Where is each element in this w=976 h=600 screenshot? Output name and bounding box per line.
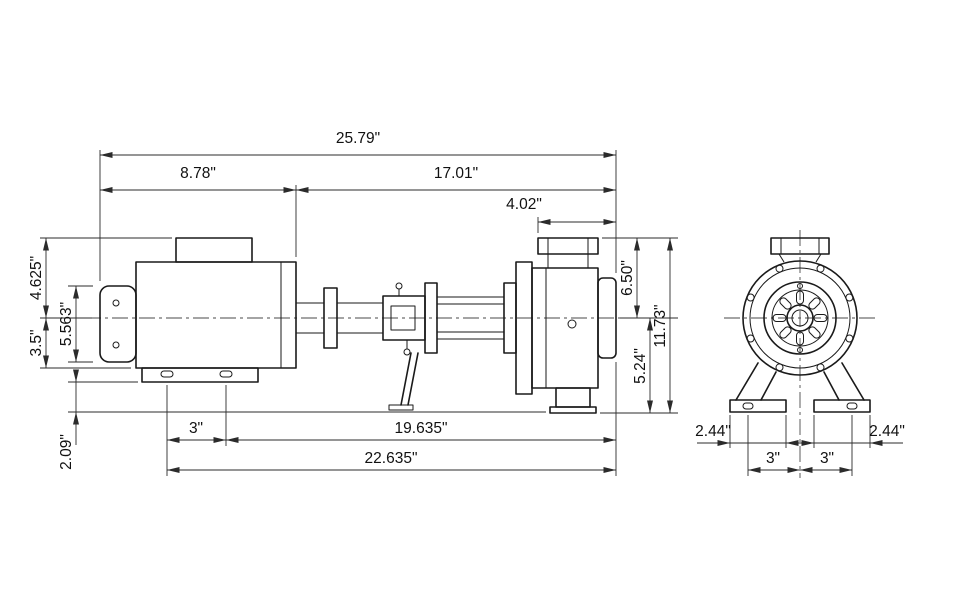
dim-centerline-to-bottom: 5.24"	[632, 348, 649, 384]
suction-neck	[547, 253, 589, 269]
grease-fitting-bottom	[403, 348, 411, 356]
dim-pump-length: 17.01"	[434, 165, 478, 182]
dim-foot-hole-spacing: 3"	[189, 420, 203, 437]
suction-flange	[537, 237, 599, 255]
end-cover	[597, 277, 617, 359]
seal-housing-circle	[763, 281, 837, 355]
motor-base-plate	[141, 367, 259, 383]
end-view	[724, 230, 876, 478]
side-view	[85, 237, 642, 414]
end-view-dimensions: 2.44" 2.44" 3" 3"	[695, 415, 905, 476]
dim-left-bolt-to-center: 3"	[766, 450, 780, 467]
dim-motor-length: 8.78"	[180, 165, 216, 182]
drain-plug	[567, 319, 577, 329]
dim-endbell-diameter: 5.563"	[58, 302, 75, 346]
dim-centerline-to-base: 3.5"	[28, 329, 45, 356]
discharge-flange	[549, 406, 597, 414]
dim-centerline-to-top: 6.50"	[619, 260, 636, 296]
side-view-dimensions: 25.79" 8.78" 17.01" 4.02" 4.625" 5.563" …	[28, 130, 678, 476]
support-leg	[400, 352, 412, 406]
dim-hole-to-pump-end: 19.635"	[395, 420, 448, 437]
dim-port-to-end: 4.02"	[506, 196, 542, 213]
shaft-bore	[786, 304, 814, 332]
base-slot-right	[219, 370, 233, 378]
discharge-pipe	[555, 387, 591, 408]
dim-right-bolt-to-center: 3"	[820, 450, 834, 467]
dim-overall-length: 25.79"	[336, 130, 380, 147]
dim-right-foot: 2.44"	[869, 423, 905, 440]
right-foot-slot	[846, 402, 858, 410]
grease-fitting-top	[395, 282, 403, 290]
junction-box	[175, 237, 253, 263]
base-slot-left	[160, 370, 174, 378]
casing-bolts	[746, 264, 854, 372]
casing-outer-circle	[742, 260, 858, 376]
pedestal-feet	[729, 362, 871, 413]
right-foot	[813, 399, 871, 413]
tap-bottom	[797, 347, 803, 353]
dim-box-to-centerline: 4.625"	[28, 256, 45, 300]
dim-base-to-flange: 2.09"	[58, 434, 75, 470]
left-foot-slot	[742, 402, 754, 410]
dim-left-foot: 2.44"	[695, 423, 731, 440]
end-view-suction-flange	[770, 237, 830, 263]
support-foot	[388, 404, 414, 411]
left-foot	[729, 399, 787, 413]
dim-overall-height: 11.73"	[652, 304, 669, 347]
housing-slots	[772, 290, 828, 346]
dim-base-to-pump-end: 22.635"	[365, 450, 418, 467]
shaft-and-bearing-frame	[296, 282, 517, 411]
tap-top	[797, 283, 803, 289]
motor	[99, 237, 297, 383]
pump-casing	[515, 237, 617, 414]
